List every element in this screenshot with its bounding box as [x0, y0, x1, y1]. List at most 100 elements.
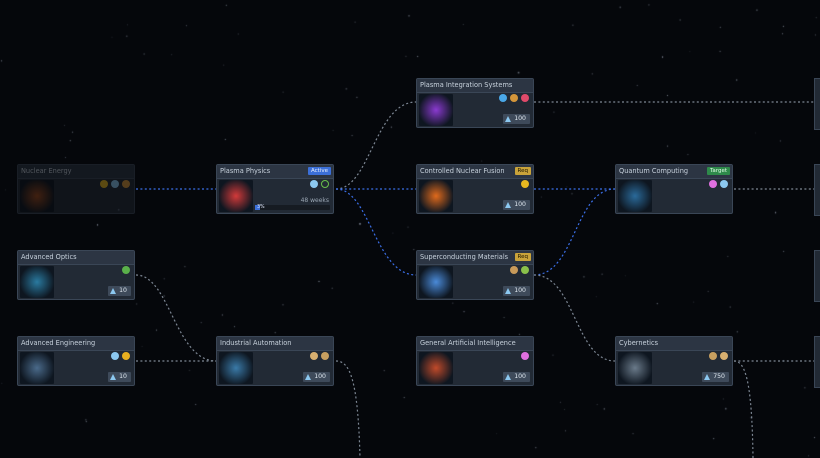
research-cost-value: 100 — [514, 201, 526, 208]
tech-effect-icons — [122, 266, 130, 276]
research-cost: 750 — [702, 372, 729, 382]
flask-icon — [505, 116, 512, 122]
tech-node-title: Quantum Computing — [619, 167, 689, 175]
flask-icon — [310, 180, 318, 188]
flask-icon — [505, 202, 512, 208]
flask-icon — [720, 180, 728, 188]
link-optics-automation — [135, 274, 217, 362]
research-cost-value: 100 — [514, 373, 526, 380]
atom-icon — [709, 180, 717, 188]
arrow-up-icon — [521, 266, 529, 274]
tech-node-header: Advanced Engineering — [18, 337, 134, 351]
tech-node-advanced-optics[interactable]: Advanced Optics 10 — [17, 250, 135, 300]
tech-node-title: Advanced Optics — [21, 253, 77, 261]
link-automation-down — [335, 360, 361, 458]
tech-node-cybernetics[interactable]: Cybernetics 750 — [615, 336, 733, 386]
tech-art-image — [419, 266, 453, 298]
tech-effect-icons — [521, 180, 529, 190]
link-plasma-superconducting — [335, 188, 417, 276]
status-badge: Active — [307, 167, 331, 175]
tech-node-title: Nuclear Energy — [21, 167, 72, 175]
flask-icon — [110, 374, 117, 380]
research-cost: 100 — [503, 286, 530, 296]
research-cost-value: 10 — [119, 373, 127, 380]
tech-node-title: Cybernetics — [619, 339, 659, 347]
tech-effect-icons — [709, 352, 728, 362]
tech-node-header: Plasma Integration Systems — [417, 79, 533, 93]
bolt-icon — [521, 180, 529, 188]
atom-icon — [521, 352, 529, 360]
research-cost: 100 — [503, 372, 530, 382]
research-time: 48 weeks — [300, 197, 329, 204]
status-badge: Target — [706, 167, 730, 175]
ring-icon — [321, 180, 329, 188]
tech-node-header: Nuclear Energy — [18, 165, 134, 179]
tech-art-image — [20, 352, 54, 384]
tech-node-plasma-integration[interactable]: Plasma Integration Systems 100 — [416, 78, 534, 128]
tech-node-header: Advanced Optics — [18, 251, 134, 265]
pick-icon — [321, 352, 329, 360]
research-cost: 10 — [108, 372, 131, 382]
wrench-icon — [122, 352, 130, 360]
link-plasma-integration — [335, 101, 417, 190]
tech-node-title: Advanced Engineering — [21, 339, 96, 347]
research-cost: 100 — [503, 200, 530, 210]
tech-node-header: Cybernetics — [616, 337, 732, 351]
tech-node-nuclear-energy[interactable]: Nuclear Energy — [17, 164, 135, 214]
tech-node-title: Industrial Automation — [220, 339, 292, 347]
offscreen-node-edge[interactable] — [814, 250, 820, 302]
research-cost: 10 — [108, 286, 131, 296]
tech-node-title: Plasma Physics — [220, 167, 271, 175]
pick-icon — [709, 352, 717, 360]
tech-node-title: General Artificial Intelligence — [420, 339, 516, 347]
flask-icon — [111, 352, 119, 360]
hammer-icon — [720, 352, 728, 360]
research-progress-bar: 3% — [255, 205, 330, 210]
tech-art-image — [219, 352, 253, 384]
status-badge: Req — [514, 167, 531, 175]
tech-node-industrial-automation[interactable]: Industrial Automation 100 — [216, 336, 334, 386]
hammer-icon — [310, 352, 318, 360]
tech-effect-icons — [510, 266, 529, 276]
shield-icon — [499, 94, 507, 102]
tech-node-advanced-engineering[interactable]: Advanced Engineering 10 — [17, 336, 135, 386]
leaf-icon — [122, 266, 130, 274]
link-cybernetics-down — [733, 360, 754, 458]
link-superconducting-cybernetics — [533, 274, 616, 362]
tech-effect-icons — [310, 180, 329, 190]
tech-effect-icons — [310, 352, 329, 362]
tech-node-header: Industrial Automation — [217, 337, 333, 351]
tech-effect-icons — [521, 352, 529, 362]
link-superconducting-quantum — [533, 188, 616, 276]
tech-node-header: Plasma Physics Active — [217, 165, 333, 179]
gear-icon — [122, 180, 130, 188]
research-cost-value: 100 — [314, 373, 326, 380]
flask-icon — [505, 288, 512, 294]
tech-node-title: Superconducting Materials — [420, 253, 509, 261]
tech-effect-icons — [100, 180, 130, 190]
tech-node-header: Quantum Computing Target — [616, 165, 732, 179]
flask-icon — [110, 288, 117, 294]
offscreen-node-edge[interactable] — [814, 164, 820, 216]
tech-node-general-ai[interactable]: General Artificial Intelligence 100 — [416, 336, 534, 386]
tech-node-plasma-physics[interactable]: Plasma Physics Active 48 weeks 3% — [216, 164, 334, 214]
offscreen-node-edge[interactable] — [814, 78, 820, 130]
research-cost-value: 750 — [713, 373, 725, 380]
research-cost: 100 — [503, 114, 530, 124]
heart-icon — [521, 94, 529, 102]
tech-effect-icons — [499, 94, 529, 104]
offscreen-node-edge[interactable] — [814, 336, 820, 388]
tech-art-image — [20, 266, 54, 298]
flask-icon — [505, 374, 512, 380]
research-cost-value: 100 — [514, 287, 526, 294]
tech-node-quantum-computing[interactable]: Quantum Computing Target — [615, 164, 733, 214]
progress-percent: 3% — [257, 205, 265, 210]
research-cost-value: 100 — [514, 115, 526, 122]
tech-effect-icons — [709, 180, 728, 190]
box-icon — [510, 266, 518, 274]
